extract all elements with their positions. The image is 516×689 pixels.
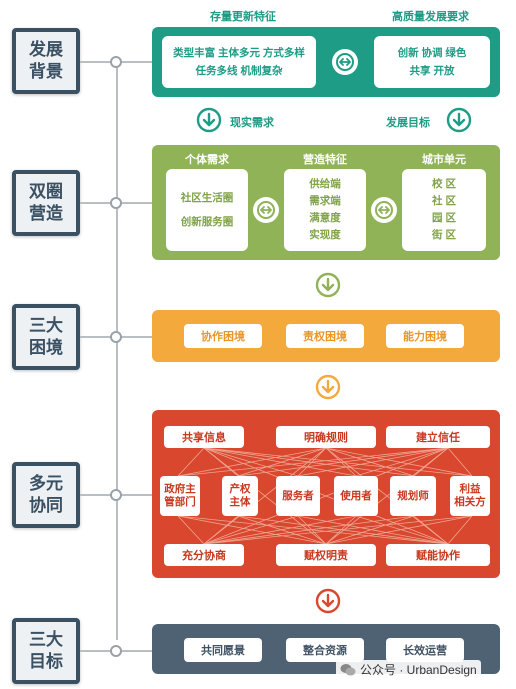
goal-chip: 整合资源 bbox=[286, 638, 364, 662]
column-title: 个体需求 bbox=[185, 154, 229, 166]
network-lines bbox=[177, 447, 473, 545]
column-title: 城市单元 bbox=[422, 154, 466, 166]
development-goal-label: 发展目标 bbox=[386, 117, 430, 129]
principle-chip: 明确规则 bbox=[276, 426, 376, 448]
bidirectional-arrow-icon bbox=[371, 197, 397, 223]
side-label-collaboration: 多元 协同 bbox=[12, 462, 80, 528]
dilemmas-panel: 协作困境 责权困境 能力困境 bbox=[152, 310, 500, 362]
watermark-text: 公众号 · UrbanDesign bbox=[360, 663, 477, 677]
actor-box: 利益 相关方 bbox=[450, 476, 490, 516]
down-arrow-icon bbox=[315, 588, 341, 614]
connector-dot bbox=[110, 197, 122, 209]
dual-circle-panel: 个体需求 社区生活圈 创新服务圈 营造特征 供给端 需求端 满意度 实现度 城市… bbox=[152, 145, 500, 260]
side-label-goals: 三大 目标 bbox=[12, 618, 80, 684]
goal-chip: 长效运营 bbox=[386, 638, 464, 662]
high-quality-card: 创新 协调 绿色 共享 开放 bbox=[374, 36, 490, 88]
wechat-icon bbox=[340, 663, 356, 675]
dilemma-chip: 协作困境 bbox=[184, 324, 262, 348]
connector-dot bbox=[110, 645, 122, 657]
column-title: 营造特征 bbox=[303, 154, 347, 166]
urban-units-card: 校 区 社 区 园 区 街 区 bbox=[402, 169, 486, 251]
timeline-spine bbox=[116, 60, 118, 640]
side-label-background: 发展 背景 bbox=[12, 28, 80, 94]
header-stock-renewal: 存量更新特征 bbox=[210, 11, 276, 23]
principle-chip: 建立信任 bbox=[386, 426, 490, 448]
connector-dot bbox=[110, 331, 122, 343]
bidirectional-arrow-icon bbox=[332, 49, 358, 75]
side-label-dilemmas: 三大 困境 bbox=[12, 304, 80, 370]
principle-chip: 共享信息 bbox=[164, 426, 244, 448]
actor-box: 使用者 bbox=[334, 476, 378, 516]
side-label-dual-circle: 双圈 营造 bbox=[12, 170, 80, 236]
dilemma-chip: 责权困境 bbox=[286, 324, 364, 348]
connector-dot bbox=[110, 489, 122, 501]
principle-chip: 赋能协作 bbox=[386, 544, 490, 566]
connector-dot bbox=[110, 56, 122, 68]
stock-renewal-card: 类型丰富 主体多元 方式多样 任务多线 机制复杂 bbox=[162, 36, 316, 88]
construction-features-card: 供给端 需求端 满意度 实现度 bbox=[284, 169, 366, 251]
down-arrow-icon bbox=[315, 374, 341, 400]
down-arrow-icon bbox=[315, 272, 341, 298]
real-demand-label: 现实需求 bbox=[230, 117, 274, 129]
goal-chip: 共同愿景 bbox=[184, 638, 262, 662]
header-high-quality: 高质量发展要求 bbox=[392, 11, 469, 23]
actor-box: 政府主 管部门 bbox=[160, 476, 200, 516]
background-panel: 类型丰富 主体多元 方式多样 任务多线 机制复杂 创新 协调 绿色 共享 开放 bbox=[152, 27, 500, 97]
bidirectional-arrow-icon bbox=[253, 197, 279, 223]
down-arrow-icon bbox=[446, 107, 472, 133]
principle-chip: 赋权明责 bbox=[276, 544, 376, 566]
actor-box: 服务者 bbox=[276, 476, 320, 516]
watermark: 公众号 · UrbanDesign bbox=[336, 660, 481, 679]
individual-needs-card: 社区生活圈 创新服务圈 bbox=[166, 169, 248, 251]
actor-box: 规划师 bbox=[390, 476, 436, 516]
actor-box: 产权 主体 bbox=[222, 476, 258, 516]
collaboration-panel: 共享信息 明确规则 建立信任 政府主 管部门 产权 主体 服务者 使用者 规划师… bbox=[152, 410, 500, 578]
principle-chip: 充分协商 bbox=[164, 544, 244, 566]
dilemma-chip: 能力困境 bbox=[386, 324, 464, 348]
down-arrow-icon bbox=[196, 107, 222, 133]
